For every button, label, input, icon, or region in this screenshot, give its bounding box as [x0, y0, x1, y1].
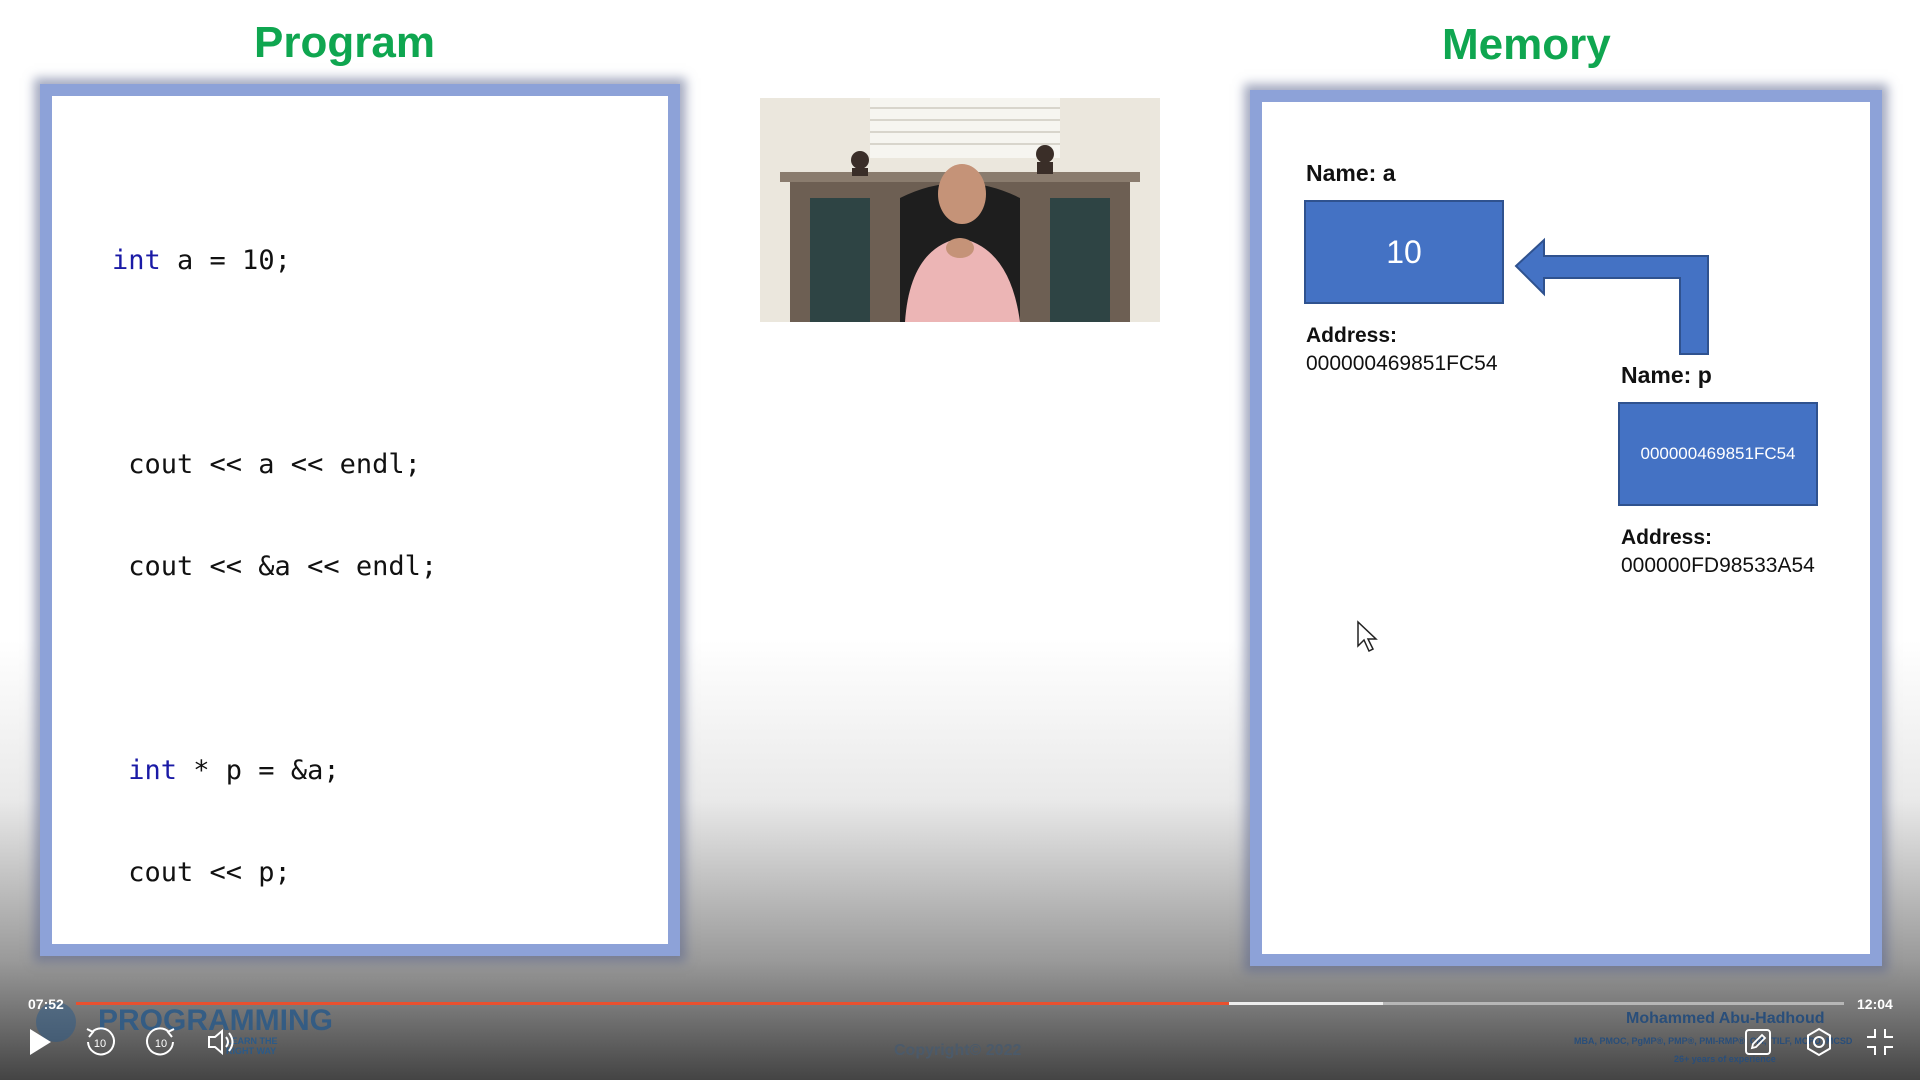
- svg-text:10: 10: [155, 1038, 167, 1050]
- presenter-image: [760, 98, 1160, 322]
- mouse-cursor-icon: [1357, 620, 1378, 653]
- edit-button[interactable]: [1736, 1020, 1780, 1064]
- var-p-value-box: 000000469851FC54: [1618, 402, 1818, 506]
- var-a-address-label: Address:: [1306, 324, 1398, 347]
- var-p-name: Name: p: [1621, 362, 1712, 388]
- play-button[interactable]: [18, 1020, 62, 1064]
- settings-button[interactable]: [1797, 1020, 1841, 1064]
- code-line: cout << a << endl;: [112, 449, 421, 480]
- var-p-address: 000000FD98533A54: [1621, 554, 1815, 577]
- brand-watermark: PROGRAMMING: [36, 1002, 333, 1042]
- rewind-10-icon: 10: [86, 1027, 115, 1056]
- code-line: int * p = &a;: [112, 755, 340, 786]
- duration: 12:04: [1857, 996, 1893, 1012]
- author-name: Mohammed Abu-Hadhoud: [1626, 1010, 1825, 1027]
- program-panel: int a = 10; cout << a << endl; cout << &…: [40, 84, 680, 956]
- rewind-10-button[interactable]: 10: [78, 1020, 122, 1064]
- code-line: cout << p;: [112, 857, 291, 888]
- settings-icon: [1807, 1027, 1831, 1057]
- code-line: int a = 10;: [112, 245, 291, 276]
- memory-panel: Name: a 10 Address: 000000469851FC54 Nam…: [1250, 90, 1882, 966]
- code-line: [112, 652, 437, 686]
- program-title: Program: [254, 18, 435, 67]
- copyright-text: Copyright© 2022: [894, 1042, 1022, 1059]
- progress-played: [76, 1002, 1229, 1005]
- brand-tag: LEARN THE RIGHT WAY: [226, 1036, 278, 1056]
- var-a-value: 10: [1386, 233, 1422, 270]
- var-p-address-label: Address:: [1621, 526, 1713, 549]
- forward-10-button[interactable]: 10: [139, 1020, 183, 1064]
- volume-button[interactable]: [200, 1020, 244, 1064]
- edit-icon: [1745, 1029, 1771, 1055]
- author-credentials: MBA, PMOC, PgMP®, PMP®, PMI-RMP®, CM, IT…: [1574, 1036, 1853, 1046]
- current-time: 07:52: [28, 996, 64, 1012]
- memory-title: Memory: [1442, 20, 1611, 69]
- presenter-video: [760, 98, 1160, 322]
- code-block: int a = 10; cout << a << endl; cout << &…: [112, 176, 437, 958]
- exit-fullscreen-button[interactable]: [1858, 1020, 1902, 1064]
- forward-10-icon: 10: [146, 1027, 175, 1056]
- volume-icon: [208, 1028, 234, 1056]
- code-line: [112, 346, 437, 380]
- svg-text:10: 10: [94, 1038, 106, 1050]
- pointer-arrow: [1514, 237, 1709, 355]
- play-icon: [30, 1029, 51, 1055]
- var-a-name: Name: a: [1306, 160, 1396, 186]
- var-p-value: 000000469851FC54: [1640, 444, 1796, 463]
- author-experience: 26+ years of experience: [1674, 1054, 1776, 1064]
- progress-bar[interactable]: [76, 1002, 1844, 1005]
- var-a-value-box: 10: [1304, 200, 1504, 304]
- code-line: cout << &a << endl;: [112, 551, 438, 582]
- var-a-address: 000000469851FC54: [1306, 352, 1498, 375]
- exit-fullscreen-icon: [1867, 1029, 1893, 1055]
